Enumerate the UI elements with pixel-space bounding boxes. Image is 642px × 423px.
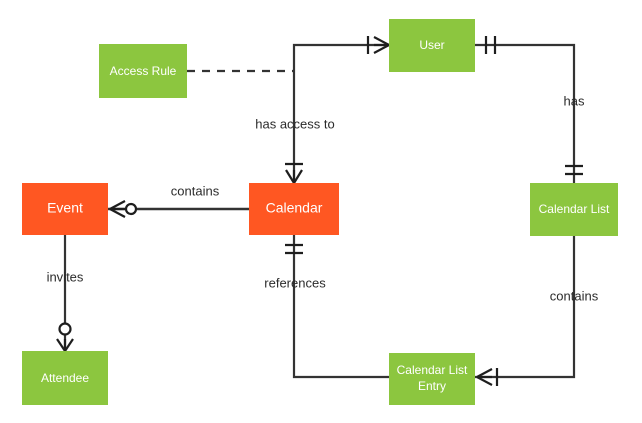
relationship-label-invites: invites <box>47 269 84 284</box>
relationship-label-references: references <box>264 275 326 290</box>
cardinality-user-left-one-or-many <box>366 36 390 54</box>
entity-calendar-list-entry-label-line1: Calendar List <box>397 363 468 377</box>
entity-attendee[interactable]: Attendee <box>22 351 108 405</box>
cardinality-calendar-bottom-one-and-only-one <box>285 243 303 255</box>
entity-calendar-list[interactable]: Calendar List <box>530 183 618 236</box>
link-path-contains-list <box>475 236 576 379</box>
entity-attendee-rect[interactable] <box>22 351 108 405</box>
connector-calendar-list-contains-entry <box>475 236 576 379</box>
entity-calendar-list-entry[interactable]: Calendar List Entry <box>389 353 475 405</box>
entity-calendar-list-entry-rect[interactable] <box>389 353 475 405</box>
cardinality-calendar-list-top-one-and-only-one <box>565 164 583 176</box>
entity-access-rule-label: Access Rule <box>110 64 177 78</box>
entity-calendar-rect[interactable] <box>249 183 339 235</box>
cardinality-calendar-top-one-or-many <box>285 162 303 184</box>
link-path-has <box>475 43 576 183</box>
cardinality-entry-right-one-or-many <box>476 368 499 386</box>
entity-event-label: Event <box>47 200 83 216</box>
entity-access-rule[interactable]: Access Rule <box>99 44 187 98</box>
entity-user-rect[interactable] <box>389 19 475 72</box>
relationship-label-has-access-to: has access to <box>255 116 335 131</box>
cardinality-attendee-top-zero-or-many <box>56 322 74 352</box>
entity-user-label: User <box>419 38 444 52</box>
entity-calendar-label: Calendar <box>266 200 323 216</box>
entity-calendar-list-rect[interactable] <box>530 183 618 236</box>
connector-calendar-references-entry <box>292 235 389 379</box>
connector-user-has-access-to-calendar <box>292 43 389 183</box>
relationship-label-contains-list-entry: contains <box>550 288 599 303</box>
link-path-references <box>292 235 389 379</box>
link-path-has-access-to <box>292 43 389 183</box>
entity-event-rect[interactable] <box>22 183 108 235</box>
entity-calendar[interactable]: Calendar <box>249 183 339 235</box>
entity-attendee-label: Attendee <box>41 371 89 385</box>
entity-calendar-list-label: Calendar List <box>539 202 610 216</box>
cardinality-user-right-one-and-only-one <box>484 36 497 54</box>
entity-calendar-list-entry-label-line2: Entry <box>418 379 446 393</box>
relationship-label-has: has <box>564 93 585 108</box>
relationship-label-contains-event-calendar: contains <box>171 183 220 198</box>
entity-access-rule-rect[interactable] <box>99 44 187 98</box>
entity-event[interactable]: Event <box>22 183 108 235</box>
connector-user-has-calendar-list <box>475 43 576 183</box>
cardinality-event-right-zero-or-many <box>109 200 138 218</box>
entity-user[interactable]: User <box>389 19 475 72</box>
